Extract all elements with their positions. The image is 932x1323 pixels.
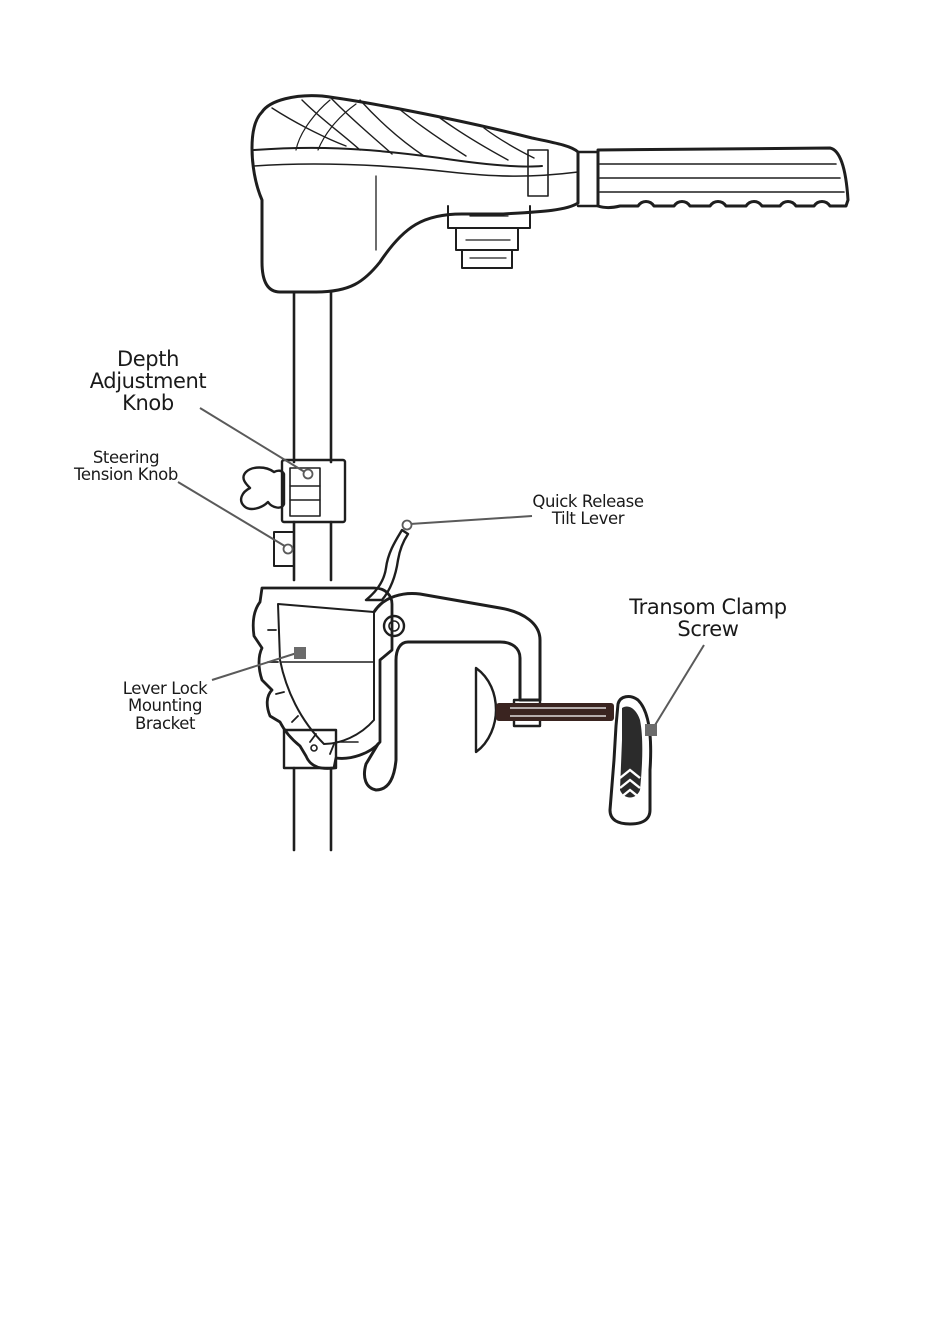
leader-tilt-lever <box>410 516 532 524</box>
clamp-screw-shaft <box>496 703 614 721</box>
label-transom-clamp-screw: Transom Clamp Screw <box>620 596 796 640</box>
label-line: Tilt Lever <box>522 510 654 527</box>
marker-steering-knob <box>284 545 293 554</box>
label-line: Transom Clamp <box>620 596 796 618</box>
label-quick-release-tilt-lever: Quick Release Tilt Lever <box>522 493 654 528</box>
marker-clamp-screw <box>645 724 657 736</box>
depth-adjustment-collar <box>282 460 345 522</box>
motor-head <box>252 96 578 292</box>
transom-clamp <box>364 594 540 790</box>
label-line: Mounting <box>112 697 218 714</box>
tilt-lever <box>366 530 408 600</box>
marker-tilt-lever <box>403 521 412 530</box>
label-steering-tension-knob: Steering Tension Knob <box>62 449 190 484</box>
label-line: Bracket <box>112 715 218 732</box>
clamp-pad <box>476 668 496 752</box>
label-line: Adjustment <box>78 370 218 392</box>
depth-knob-icon <box>241 468 284 509</box>
leader-clamp-screw <box>652 645 704 730</box>
label-line: Lever Lock <box>112 680 218 697</box>
leader-depth-knob <box>200 408 308 474</box>
marker-bracket <box>294 647 306 659</box>
label-line: Depth <box>78 348 218 370</box>
label-line: Knob <box>78 392 218 414</box>
tiller-handle <box>578 148 848 208</box>
mounting-bracket <box>253 588 392 769</box>
label-line: Quick Release <box>522 493 654 510</box>
label-line: Steering <box>62 449 190 466</box>
leader-bracket <box>212 652 300 680</box>
leader-steering-knob <box>178 482 288 548</box>
label-depth-adjustment-knob: Depth Adjustment Knob <box>78 348 218 414</box>
marker-depth-knob <box>304 470 313 479</box>
label-line: Screw <box>620 618 796 640</box>
lower-shaft-collar <box>284 730 358 768</box>
label-lever-lock-mounting-bracket: Lever Lock Mounting Bracket <box>112 680 218 732</box>
label-line: Tension Knob <box>62 466 190 483</box>
